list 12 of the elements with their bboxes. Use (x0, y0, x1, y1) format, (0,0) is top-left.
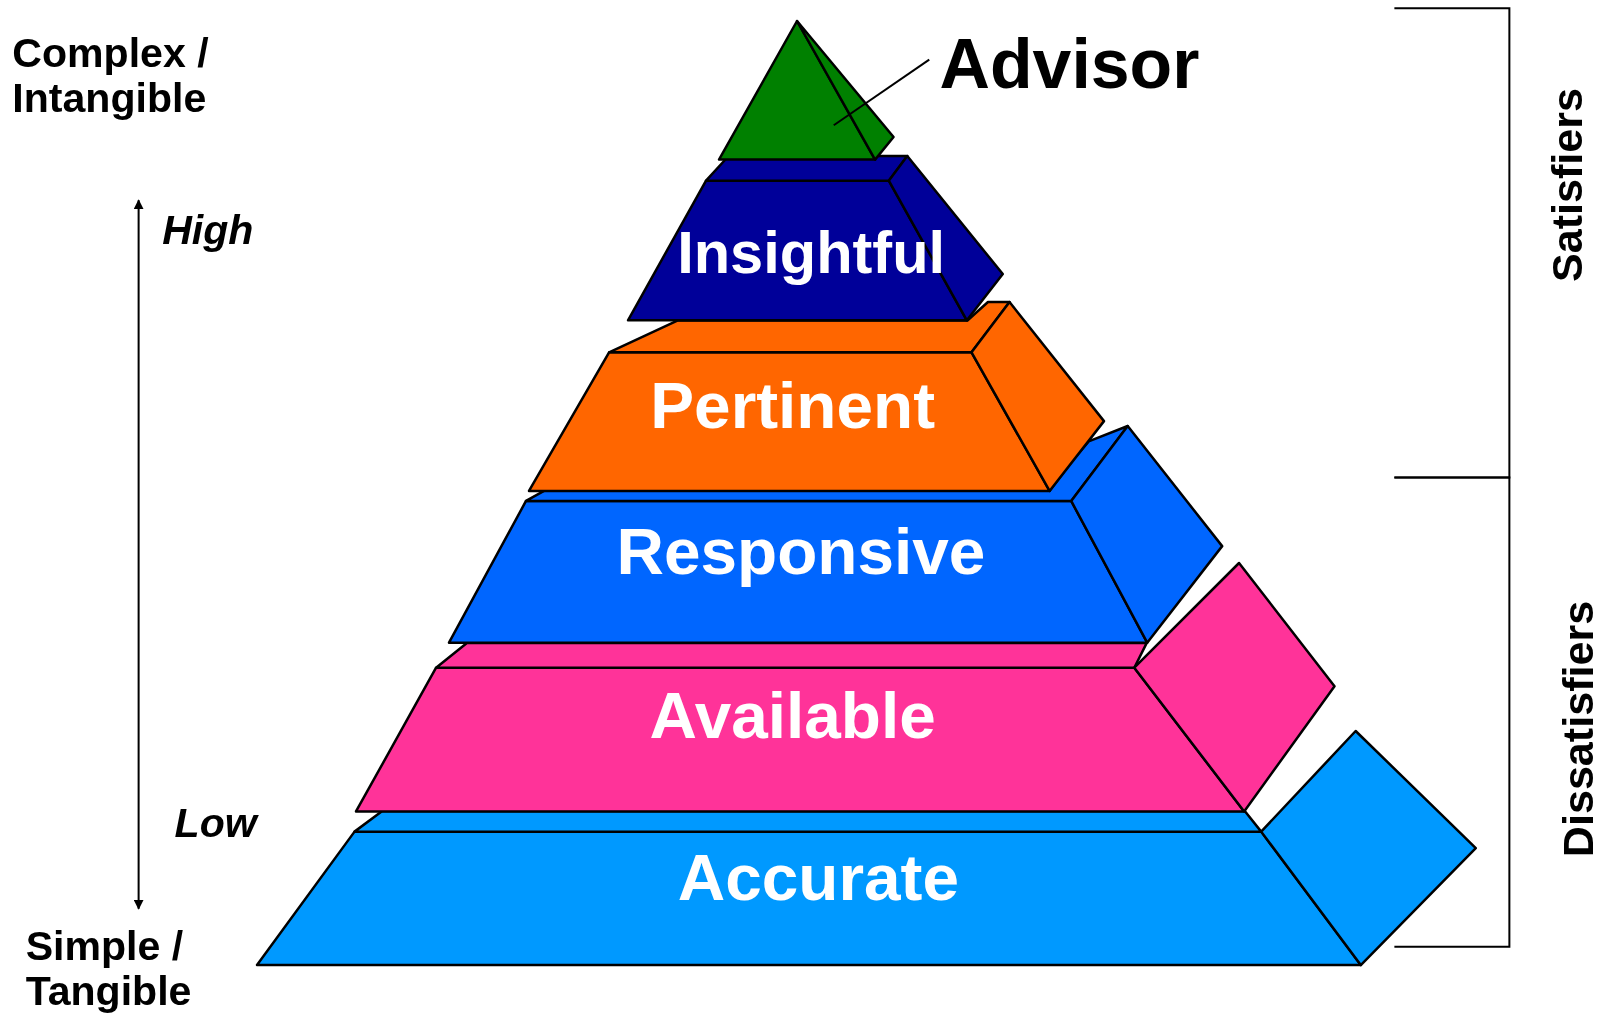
layer-label: Accurate (677, 841, 959, 915)
axis-label: High (162, 208, 254, 254)
layer-label: Available (649, 679, 936, 752)
bracket-label: Satisfiers (1544, 87, 1592, 282)
layer-label: Responsive (616, 516, 986, 589)
bracket-label: Dissatisfiers (1555, 600, 1603, 858)
layer-label: Pertinent (650, 369, 936, 442)
leader-line (832, 58, 931, 127)
scale-label: Complex / Intangible (12, 30, 210, 122)
axis-label: Low (174, 800, 257, 847)
callout-label: Advisor (939, 25, 1200, 103)
scale-label: Simple / Tangible (25, 924, 193, 1015)
